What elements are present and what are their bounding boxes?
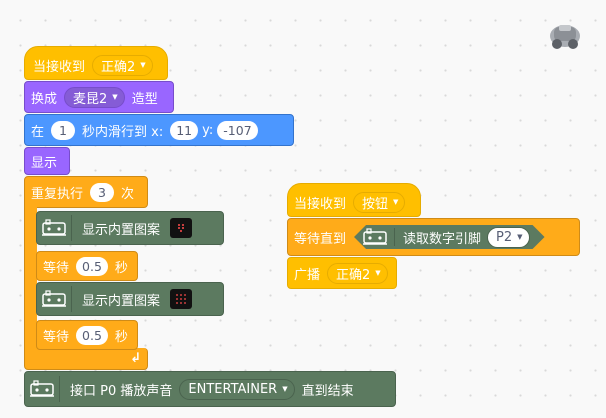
when-i-receive-hat[interactable]: 当接收到 按钮▼ (287, 183, 421, 217)
block-label: 显示内置图案 (82, 293, 161, 309)
block-label: 显示 (31, 155, 58, 171)
block-label: 等待 (43, 260, 70, 276)
hat-label: 当接收到 (294, 196, 347, 212)
sound-dropdown[interactable]: ENTERTAINER▼ (179, 378, 295, 400)
read-digital-pin-reporter[interactable]: 读取数字引脚 P2▼ (354, 225, 545, 249)
wait-secs-input[interactable]: 0.5 (76, 325, 108, 345)
wait-block[interactable]: 等待 0.5 秒 (36, 320, 138, 350)
pin-dropdown[interactable]: P2▼ (487, 227, 530, 248)
microbit-board-icon (37, 215, 72, 241)
block-label: 等待 (43, 329, 70, 345)
glide-to-xy-block[interactable]: 在 1 秒内滑行到 x: 11 y: -107 (24, 114, 294, 146)
message-dropdown[interactable]: 按钮▼ (353, 191, 406, 213)
switch-costume-block[interactable]: 换成 麦昆2▼ 造型 (24, 81, 174, 113)
message-dropdown[interactable]: 正确2▼ (327, 262, 388, 284)
chevron-down-icon: ▼ (282, 385, 288, 393)
chevron-down-icon: ▼ (393, 198, 399, 206)
block-label: 秒内滑行到 x: (82, 124, 164, 140)
block-label: 换成 (31, 91, 58, 107)
led-pattern-picker[interactable] (170, 218, 193, 238)
glide-secs-input[interactable]: 1 (51, 120, 76, 140)
block-label: 秒 (114, 329, 128, 345)
microbit-board-icon (25, 376, 60, 402)
message-dropdown[interactable]: 正确2▼ (92, 54, 153, 76)
led-pattern-icon (178, 224, 185, 232)
repeat-bottom: ↲ (24, 348, 148, 370)
microbit-board-icon (362, 228, 395, 246)
block-label: 显示内置图案 (82, 222, 161, 238)
repeat-arm (24, 206, 37, 350)
chevron-down-icon: ▼ (375, 269, 381, 277)
block-label: 秒 (114, 260, 128, 276)
block-label: 直到结束 (301, 383, 354, 399)
when-i-receive-hat[interactable]: 当接收到 正确2▼ (24, 46, 168, 80)
loop-arrow-icon: ↲ (130, 351, 141, 366)
wait-until-block[interactable]: 等待直到 读取数字引脚 P2▼ (287, 218, 580, 256)
glide-y-input[interactable]: -107 (217, 120, 258, 140)
led-pattern-icon (176, 294, 186, 304)
block-label: 等待直到 (294, 231, 347, 247)
block-label: 重复执行 (31, 186, 84, 202)
led-pattern-picker[interactable] (170, 289, 193, 309)
block-label: y: (202, 122, 214, 138)
repeat-block[interactable]: 重复执行 3 次 (24, 176, 148, 208)
show-builtin-pattern-block[interactable]: 显示内置图案 (36, 211, 224, 245)
microbit-board-icon (37, 286, 72, 312)
hat-label: 当接收到 (33, 59, 86, 75)
show-builtin-pattern-block[interactable]: 显示内置图案 (36, 282, 224, 316)
glide-x-input[interactable]: 11 (170, 120, 199, 140)
reporter-label: 读取数字引脚 (403, 231, 482, 247)
broadcast-block[interactable]: 广播 正确2▼ (287, 257, 397, 289)
play-sound-until-done-block[interactable]: 接口 P0 播放声音 ENTERTAINER▼ 直到结束 (24, 371, 396, 407)
block-label: 接口 P0 播放声音 (70, 383, 173, 399)
sprite-thumbnail[interactable] (545, 16, 585, 52)
chevron-down-icon: ▼ (517, 233, 523, 241)
block-label: 广播 (294, 267, 321, 283)
chevron-down-icon: ▼ (140, 61, 146, 69)
show-block[interactable]: 显示 (24, 147, 70, 175)
block-label: 造型 (131, 91, 158, 107)
repeat-times-input[interactable]: 3 (90, 182, 115, 202)
block-label: 次 (121, 186, 135, 202)
block-label: 在 (31, 124, 45, 140)
wait-block[interactable]: 等待 0.5 秒 (36, 251, 138, 281)
costume-dropdown[interactable]: 麦昆2▼ (64, 86, 125, 108)
chevron-down-icon: ▼ (112, 93, 118, 101)
wait-secs-input[interactable]: 0.5 (76, 256, 108, 276)
